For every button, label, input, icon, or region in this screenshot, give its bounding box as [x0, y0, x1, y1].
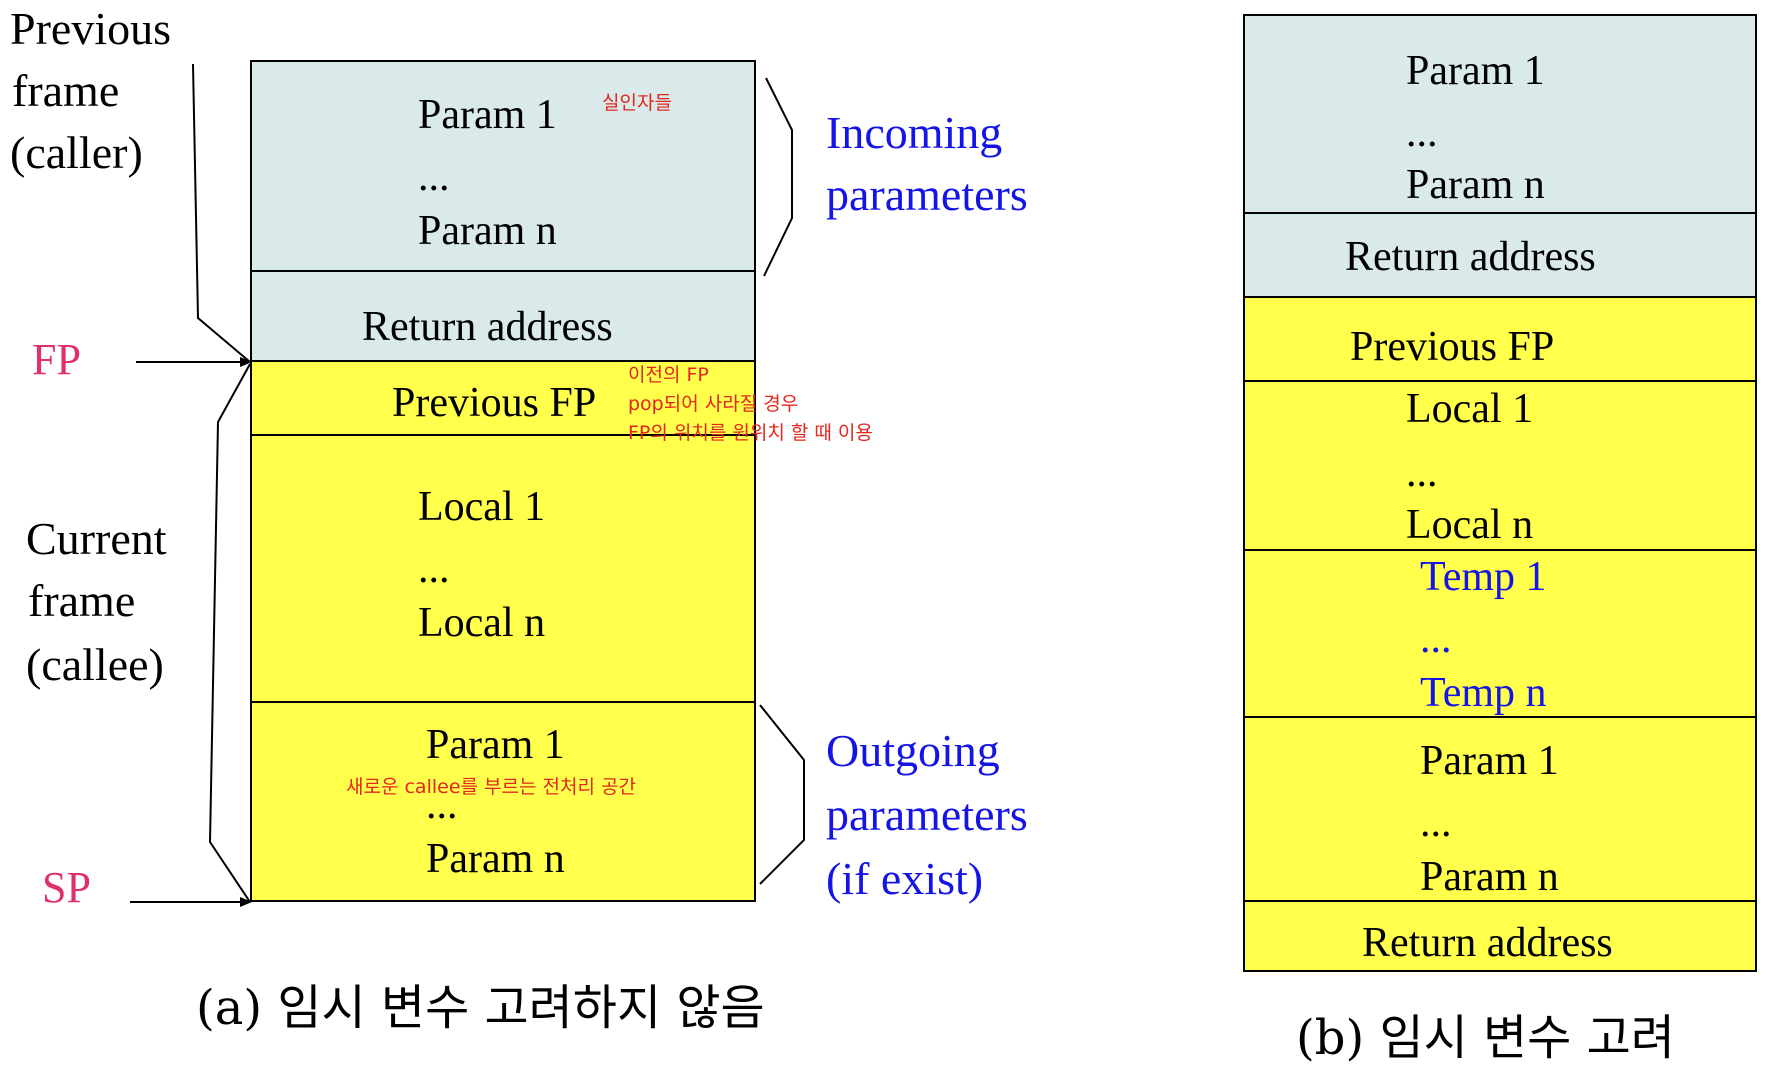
previous-frame-bracket	[192, 63, 251, 363]
local-1: Local 1	[418, 484, 546, 530]
outgoing-label-1: Outgoing	[826, 725, 1000, 776]
r-temps-cell	[1243, 549, 1757, 718]
local-n: Local n	[418, 600, 546, 646]
note-prev-fp-1: 이전의 FP	[628, 364, 709, 386]
r-return-address-bottom-cell	[1243, 900, 1757, 972]
r-temp-n: Temp n	[1420, 670, 1547, 716]
current-frame-label-3: (callee)	[26, 639, 164, 690]
return-address-cell	[250, 270, 756, 362]
caption-b: (b) 임시 변수 고려	[1296, 1010, 1675, 1066]
r-param-bottom-ellipsis: ...	[1420, 800, 1452, 846]
outgoing-label-3: (if exist)	[826, 853, 984, 904]
incoming-param-ellipsis: ...	[418, 154, 450, 200]
incoming-label-1: Incoming	[826, 107, 1003, 158]
r-local-n: Local n	[1406, 502, 1534, 548]
fp-label: FP	[32, 335, 81, 384]
local-ellipsis: ...	[418, 546, 450, 592]
caption-a: (a) 임시 변수 고려하지 않음	[196, 980, 765, 1036]
r-param-top-n: Param n	[1406, 162, 1545, 208]
r-return-address-top: Return address	[1345, 234, 1596, 280]
current-frame-bracket	[208, 363, 251, 903]
previous-frame-label-2: frame	[12, 65, 120, 116]
outgoing-param-1: Param 1	[426, 722, 565, 768]
locals-cell	[250, 434, 756, 703]
current-frame-label-1: Current	[26, 513, 167, 564]
r-param-bottom-n: Param n	[1420, 854, 1559, 900]
incoming-label-2: parameters	[826, 169, 1028, 220]
r-previous-fp: Previous FP	[1350, 324, 1555, 370]
outgoing-bracket	[759, 704, 805, 885]
sp-label: SP	[42, 863, 91, 912]
r-temp-1: Temp 1	[1420, 554, 1547, 600]
incoming-param-1: Param 1	[418, 92, 557, 138]
note-new-callee: 새로운 callee를 부르는 전처리 공간	[346, 776, 636, 798]
previous-frame-label-3: (caller)	[10, 127, 143, 178]
r-params-top-cell	[1243, 14, 1757, 214]
previous-frame-label-1: Previous	[10, 3, 171, 54]
outgoing-label-2: parameters	[826, 789, 1028, 840]
incoming-bracket	[763, 77, 793, 277]
outgoing-param-ellipsis: ...	[426, 782, 458, 828]
return-address-text: Return address	[362, 304, 613, 350]
r-return-address-bottom: Return address	[1362, 920, 1613, 966]
r-temp-ellipsis: ...	[1420, 616, 1452, 662]
incoming-param-n: Param n	[418, 208, 557, 254]
incoming-params-cell	[250, 60, 756, 272]
r-locals-cell	[1243, 380, 1757, 551]
r-param-top-ellipsis: ...	[1406, 110, 1438, 156]
r-param-top-1: Param 1	[1406, 48, 1545, 94]
note-prev-fp-2: pop되어 사라질 경우	[628, 393, 799, 415]
outgoing-params-cell	[250, 701, 756, 902]
note-prev-fp-3: FP의 위치를 원위치 할 때 이용	[628, 422, 873, 444]
previous-fp-text: Previous FP	[392, 380, 597, 426]
note-actual-args: 실인자들	[602, 92, 672, 114]
r-local-ellipsis: ...	[1406, 450, 1438, 496]
r-param-bottom-1: Param 1	[1420, 738, 1559, 784]
current-frame-label-2: frame	[28, 575, 136, 626]
outgoing-param-n: Param n	[426, 836, 565, 882]
r-local-1: Local 1	[1406, 386, 1534, 432]
